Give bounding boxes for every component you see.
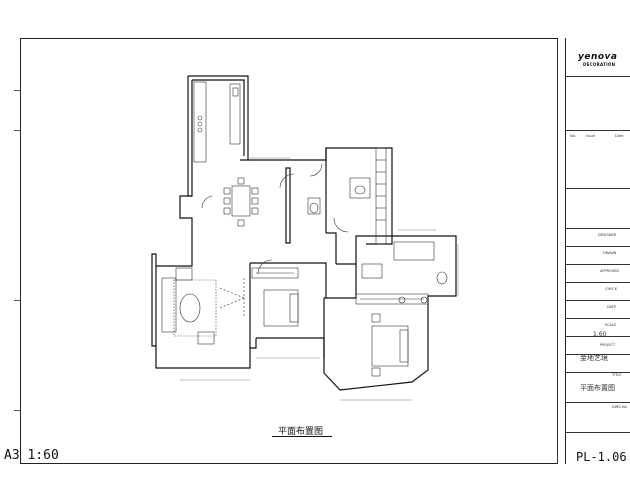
revision-date-label: Date xyxy=(615,134,624,138)
margin-tick xyxy=(14,300,20,301)
title-block-divider xyxy=(566,130,630,131)
margin-tick xyxy=(14,90,20,91)
title-block-divider xyxy=(566,264,630,265)
project-name: 金地艺境 xyxy=(580,354,608,362)
brand-logo: yenova xyxy=(578,52,618,62)
caption-underline xyxy=(272,436,332,437)
check-label: CHECK xyxy=(605,287,618,291)
title-block-divider xyxy=(566,432,630,433)
designer-label: DESIGNER xyxy=(598,233,617,237)
dwg-no-label: DWG.No xyxy=(612,405,627,409)
sheet-number: PL-1.06 xyxy=(576,450,627,464)
title-block-divider xyxy=(566,282,630,283)
revision-no-label: No. xyxy=(570,134,576,138)
title-block-divider xyxy=(566,246,630,247)
title-block-divider xyxy=(566,300,630,301)
margin-tick xyxy=(14,130,20,131)
title-block-divider xyxy=(566,188,630,189)
title-block-divider xyxy=(566,228,630,229)
title-value: 平面布置图 xyxy=(580,384,615,392)
title-label: TITLE xyxy=(612,373,622,377)
notes-strip xyxy=(557,38,565,464)
revision-issue-label: Issue xyxy=(586,134,596,138)
margin-tick xyxy=(14,410,20,411)
scale-label: SCALE xyxy=(605,323,617,327)
title-block-divider xyxy=(566,336,630,337)
title-block-divider xyxy=(566,402,630,403)
title-block-divider xyxy=(566,318,630,319)
drawing-caption: 平面布置图 xyxy=(278,427,324,437)
title-block-divider xyxy=(566,354,630,355)
scale-value: 1:60 xyxy=(593,331,607,338)
approved-label: APPROVED xyxy=(600,269,620,273)
title-block-divider xyxy=(566,372,630,373)
project-label: PROJECT xyxy=(600,343,616,347)
floor-plan xyxy=(151,75,459,401)
brand-subtitle: DECORATION xyxy=(583,62,616,67)
title-block-divider xyxy=(566,76,630,77)
title-block xyxy=(565,38,630,464)
drawn-label: DRAWN xyxy=(603,251,617,255)
sheet-scale: A3 1:60 xyxy=(4,448,59,463)
date-label: DATE xyxy=(607,305,617,309)
